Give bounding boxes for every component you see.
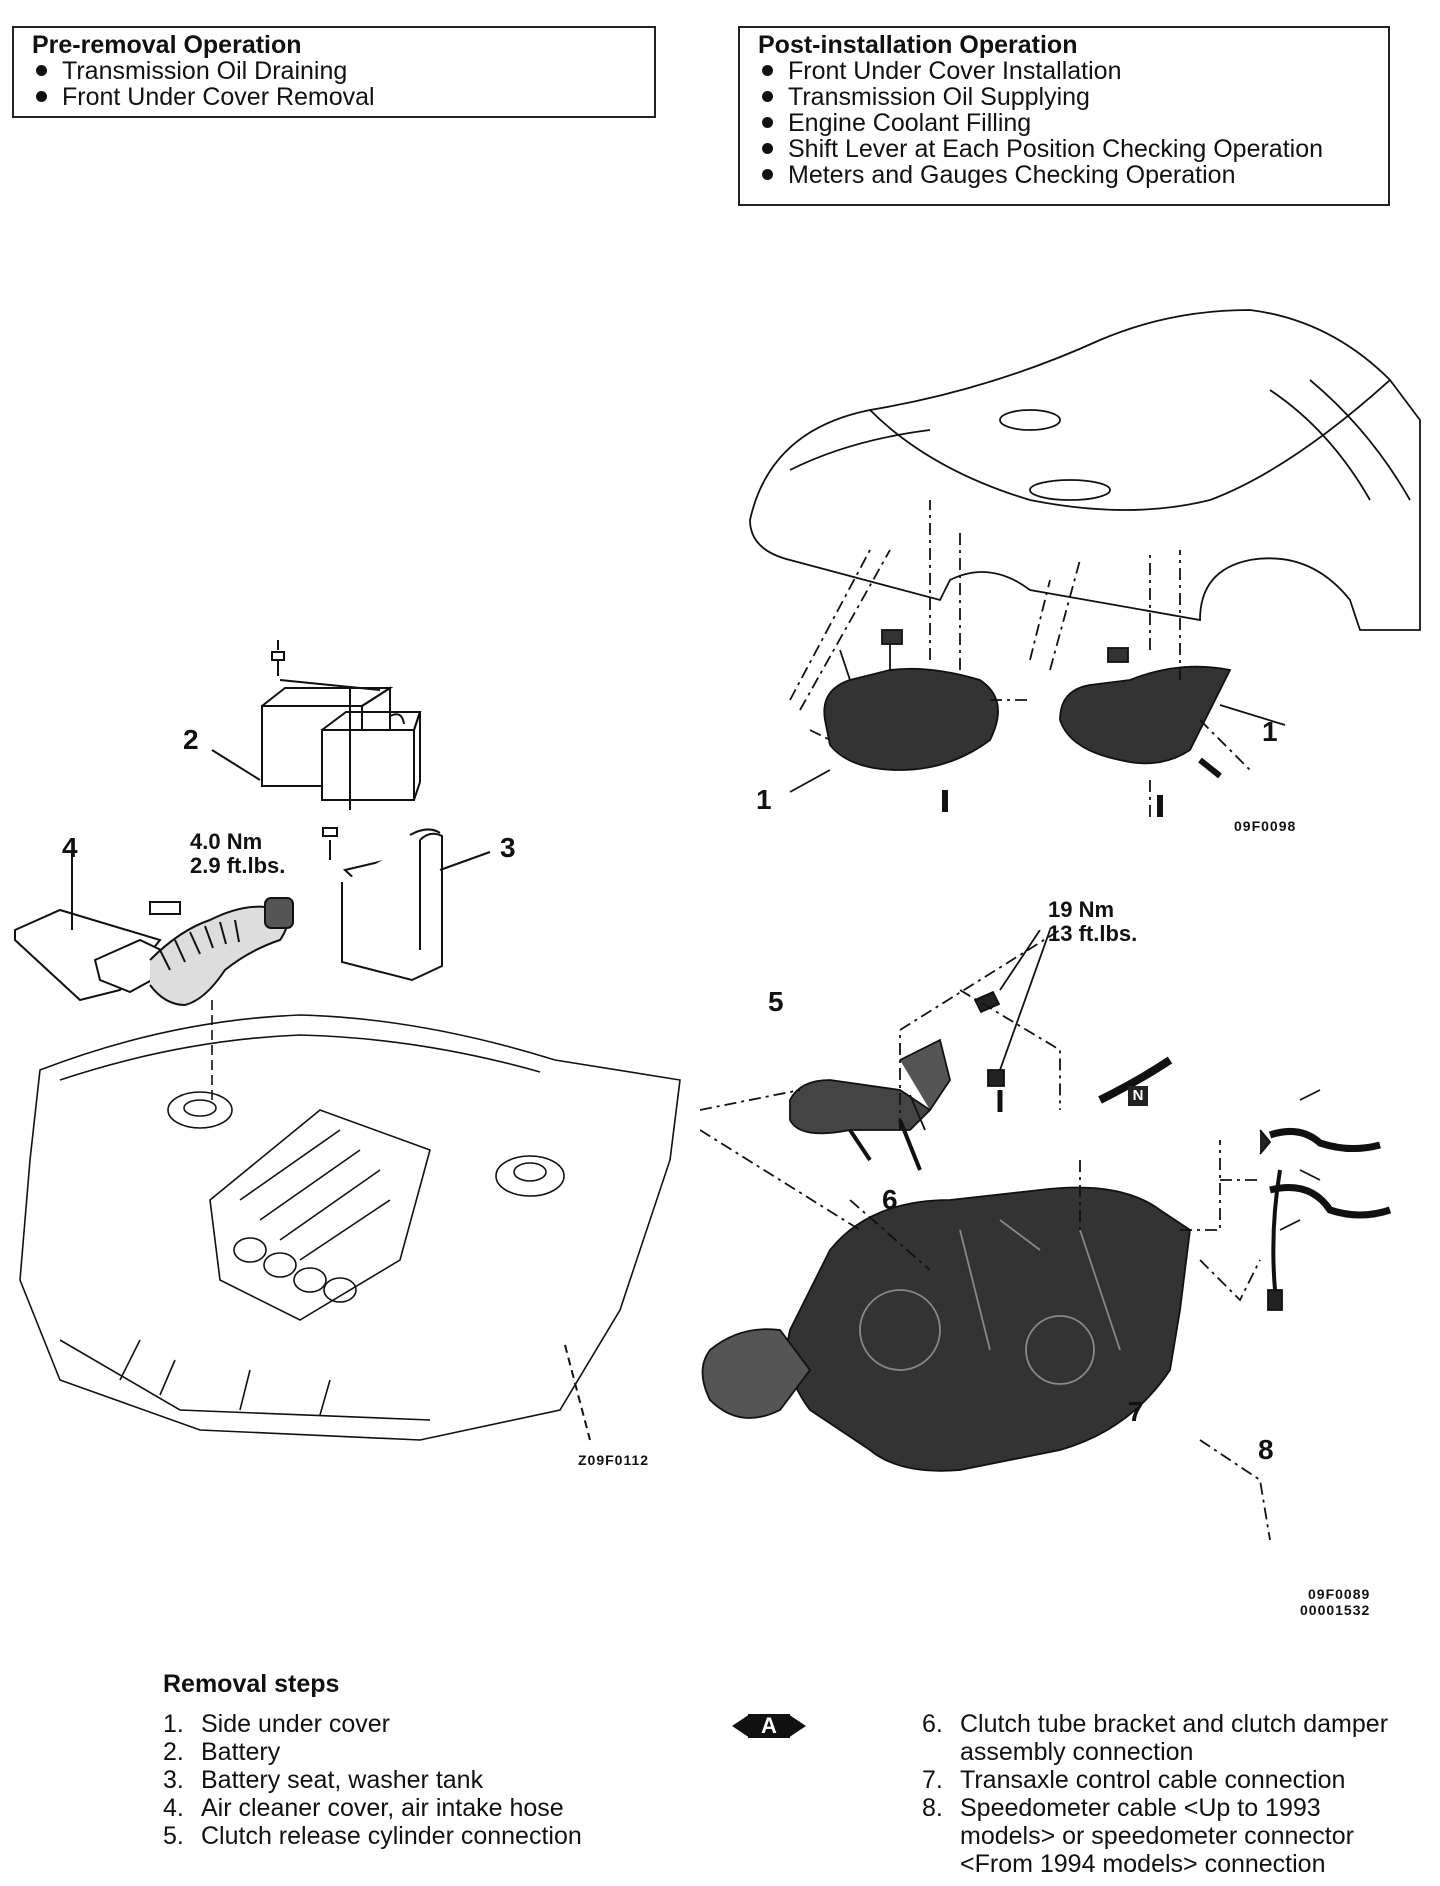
bullet-icon (762, 65, 773, 76)
pre-removal-item: Front Under Cover Removal (32, 84, 654, 110)
battery-illustration (261, 640, 422, 810)
bullet-icon (762, 117, 773, 128)
side-under-cover-diagram (749, 309, 1421, 820)
post-installation-item: Transmission Oil Supplying (758, 84, 1388, 110)
removal-step: 2.Battery (163, 1738, 281, 1766)
post-installation-item: Shift Lever at Each Position Checking Op… (758, 136, 1388, 162)
bullet-icon (36, 91, 47, 102)
removal-steps-left: 1.Side under cover 2.Battery 3.Battery s… (163, 1710, 683, 1850)
pre-removal-box: Pre-removal Operation Transmission Oil D… (12, 26, 656, 118)
pre-removal-list: Transmission Oil Draining Front Under Co… (32, 58, 654, 110)
post-installation-list: Front Under Cover Installation Transmiss… (758, 58, 1388, 188)
removal-step: 6.Clutch tube bracket and clutch damper … (922, 1710, 1389, 1766)
leader-line (789, 769, 831, 793)
leader-line (999, 930, 1051, 1071)
engine-bay-illustration (19, 1000, 681, 1441)
torque-spec-right: 19 Nm 13 ft.lbs. (1048, 897, 1138, 946)
removal-step: 3.Battery seat, washer tank (163, 1766, 484, 1794)
removal-step: 1.Side under cover (163, 1710, 391, 1738)
figure-code-left: Z09F0112 (578, 1452, 650, 1468)
bullet-icon (762, 169, 773, 180)
bullet-icon (762, 143, 773, 154)
callout-1-left: 1 (756, 784, 772, 815)
callout-2: 2 (183, 724, 199, 755)
pre-removal-title: Pre-removal Operation (32, 31, 302, 59)
torque-spec-left: 4.0 Nm 2.9 ft.lbs. (190, 829, 286, 878)
reference-marker-a (732, 1714, 806, 1738)
removal-steps-title: Removal steps (163, 1670, 340, 1698)
callout-3: 3 (500, 832, 516, 863)
transaxle-diagram (700, 930, 1392, 1541)
washer-tank-illustration (322, 827, 443, 982)
callout-7: 7 (1128, 1396, 1144, 1427)
leader-line (999, 930, 1041, 991)
removal-step: 4.Air cleaner cover, air intake hose (163, 1794, 564, 1822)
callout-6: 6 (882, 1184, 898, 1215)
post-installation-title: Post-installation Operation (758, 31, 1078, 59)
leader-line (439, 851, 491, 871)
leader-line (564, 1344, 591, 1441)
leader-line (1219, 704, 1286, 726)
post-installation-item: Meters and Gauges Checking Operation (758, 162, 1388, 188)
figure-code-bottom-right: 09F0089 00001532 (1300, 1586, 1371, 1618)
neutral-badge: N (1128, 1086, 1148, 1106)
pre-removal-item: Transmission Oil Draining (32, 58, 654, 84)
bullet-icon (762, 91, 773, 102)
removal-step: 7.Transaxle control cable connection (922, 1766, 1346, 1794)
engine-bay-diagram (14, 640, 681, 1441)
post-installation-box: Post-installation Operation Front Under … (738, 26, 1390, 206)
figure-code-top-right: 09F0098 (1234, 818, 1297, 834)
bullet-icon (36, 65, 47, 76)
callout-8: 8 (1258, 1434, 1274, 1465)
callout-4: 4 (62, 832, 78, 863)
removal-step: 5.Clutch release cylinder connection (163, 1822, 582, 1850)
air-cleaner-illustration (14, 897, 294, 1007)
post-installation-item: Engine Coolant Filling (758, 110, 1388, 136)
removal-step: 8.Speedometer cable <Up to 1993 models> … (922, 1794, 1354, 1878)
callout-5: 5 (768, 986, 784, 1017)
callout-1-right: 1 (1262, 716, 1278, 747)
leader-line (211, 749, 261, 781)
post-installation-item: Front Under Cover Installation (758, 58, 1388, 84)
reference-marker-label: A (761, 1713, 777, 1738)
removal-steps-right: 6.Clutch tube bracket and clutch damper … (922, 1710, 1422, 1878)
